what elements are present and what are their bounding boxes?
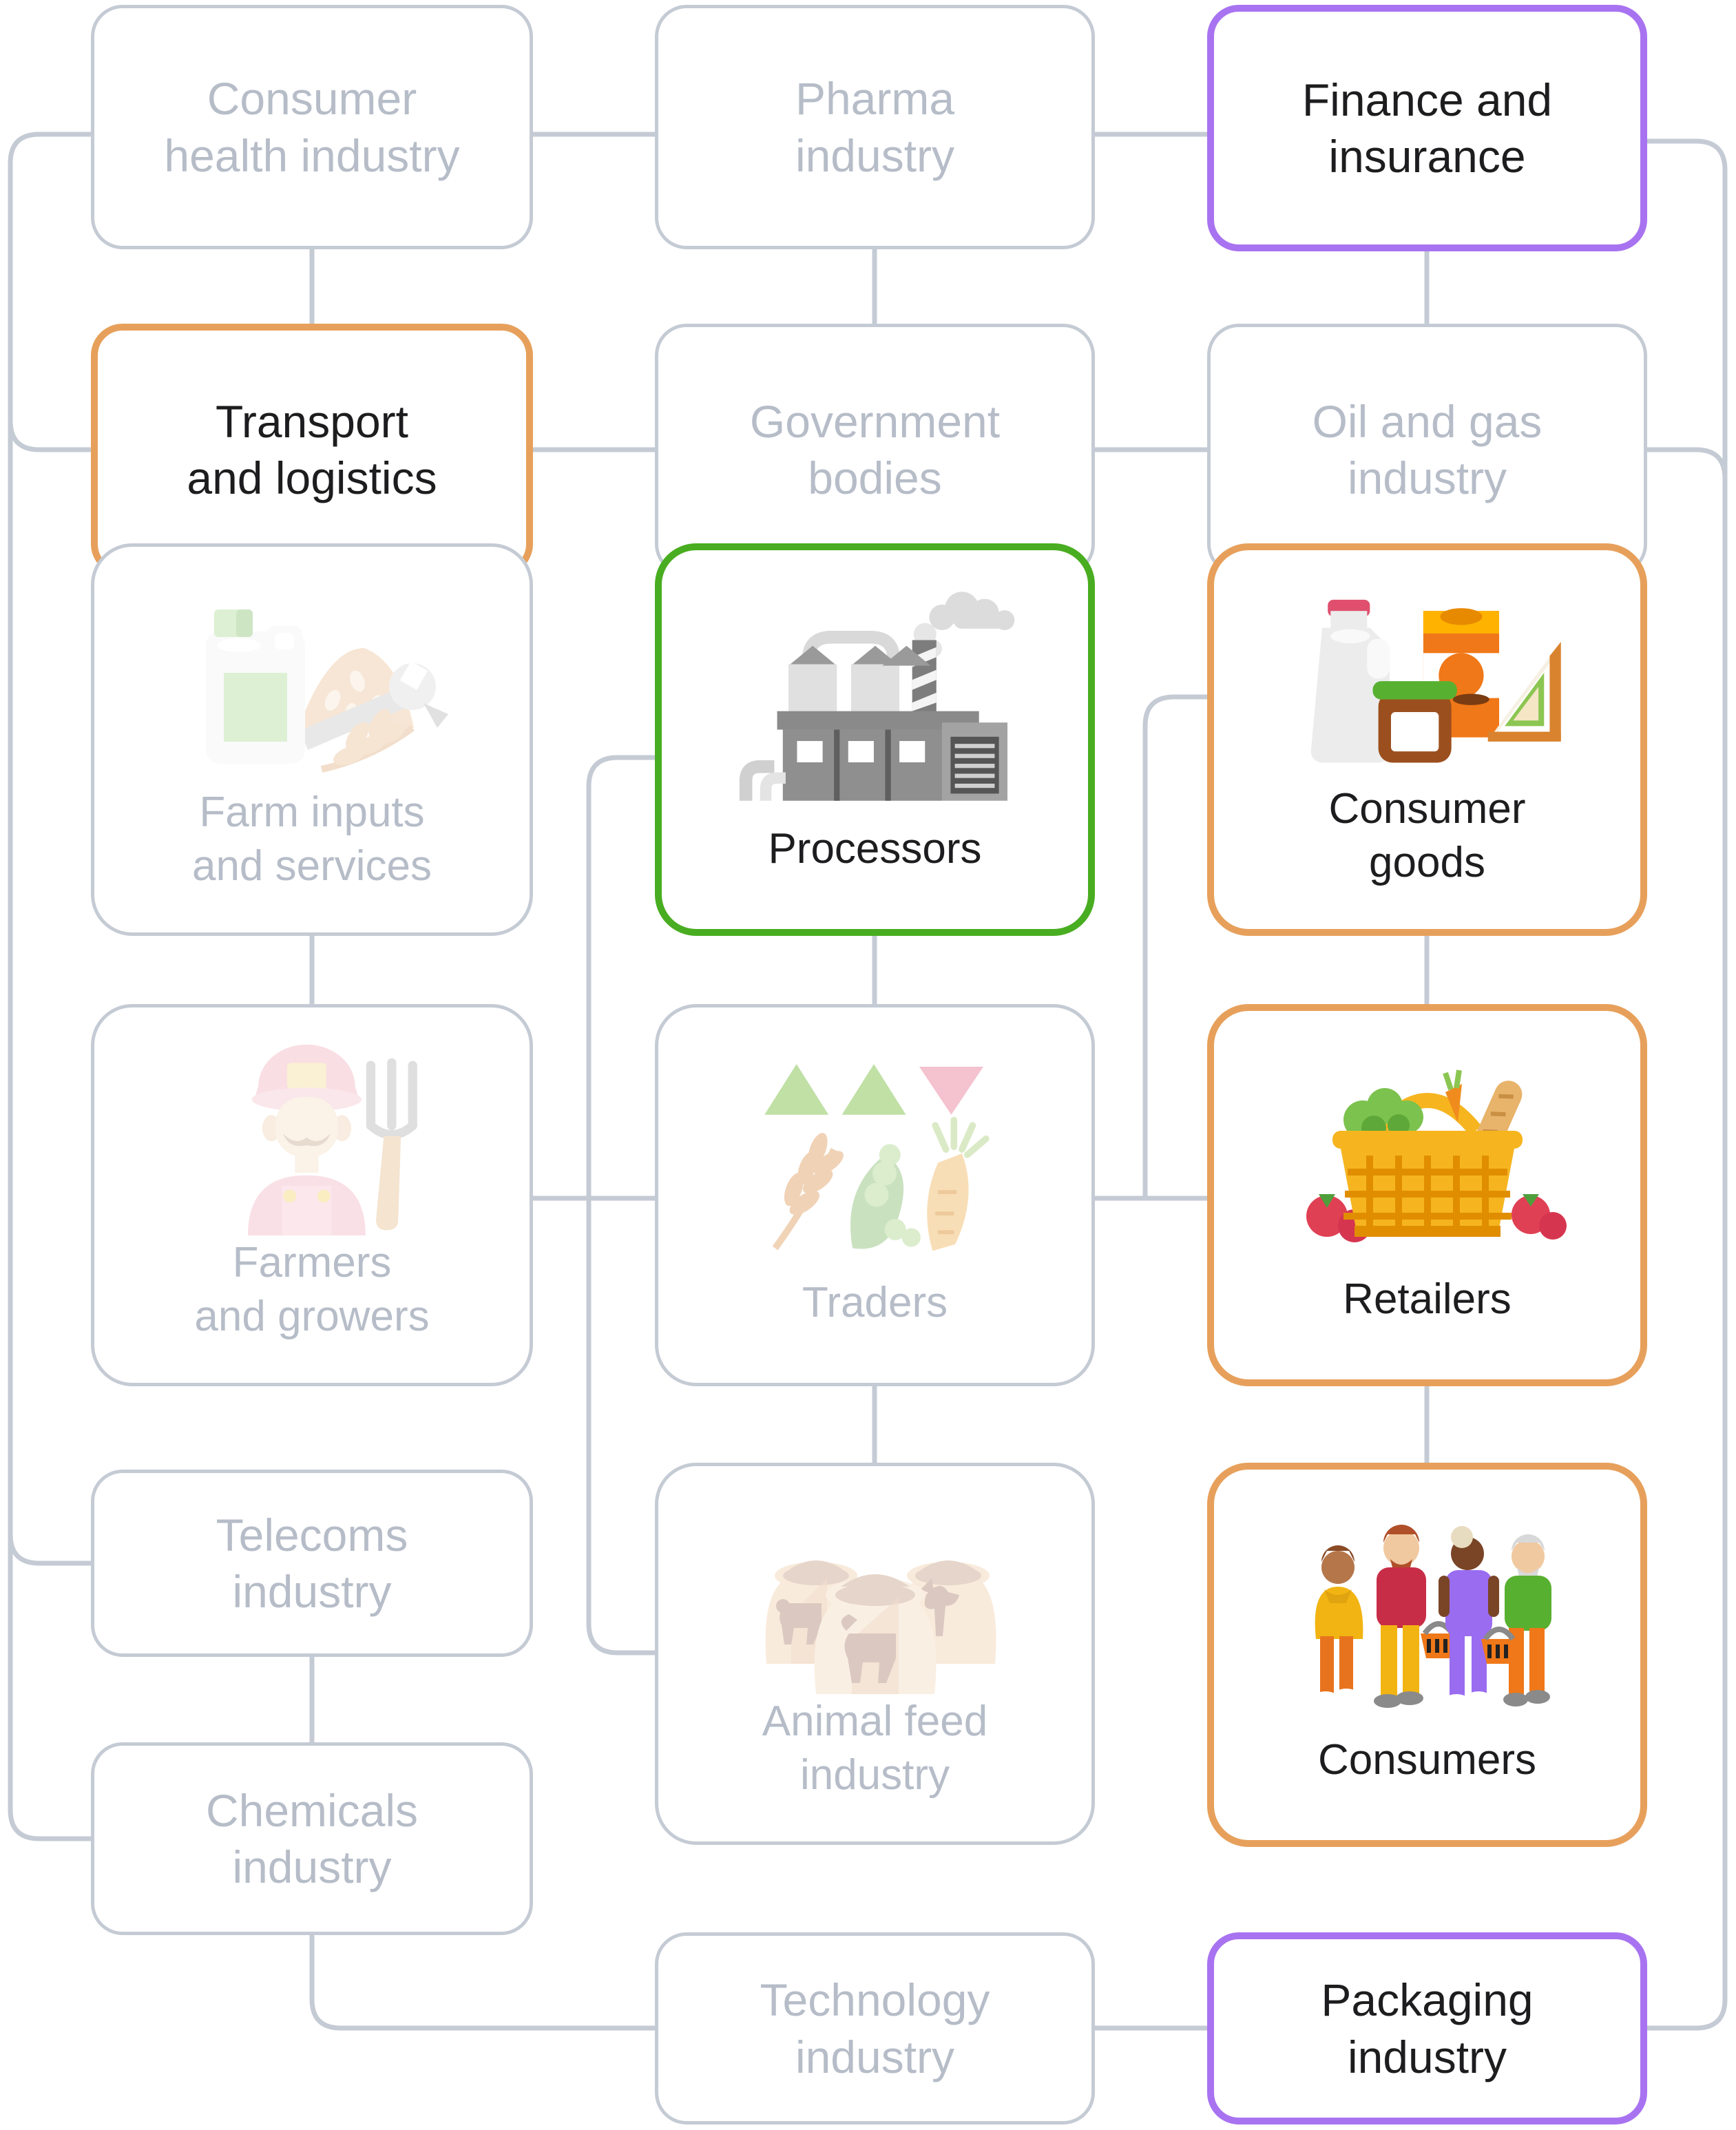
farm-supplies-icon bbox=[206, 609, 448, 773]
factory-icon bbox=[739, 592, 1014, 801]
farmer-icon bbox=[247, 1044, 417, 1235]
feed-sacks-icon bbox=[765, 1560, 996, 1694]
groceries-icon bbox=[1310, 599, 1561, 763]
node-retailers: Retailers bbox=[1207, 1004, 1647, 1386]
people-shoppers-icon bbox=[1313, 1525, 1551, 1709]
produce-trading-icon bbox=[764, 1063, 990, 1251]
node-consumers: Consumers bbox=[1207, 1463, 1647, 1847]
node-label: Processors bbox=[768, 824, 982, 873]
shopping-basket-icon bbox=[1306, 1069, 1567, 1242]
node-processors: Processors bbox=[655, 543, 1095, 936]
node-label: Retailers bbox=[1343, 1275, 1512, 1323]
node-traders: Traders bbox=[655, 1004, 1095, 1386]
node-label: Traders bbox=[802, 1278, 948, 1326]
node-label: Consumers bbox=[1318, 1735, 1536, 1784]
